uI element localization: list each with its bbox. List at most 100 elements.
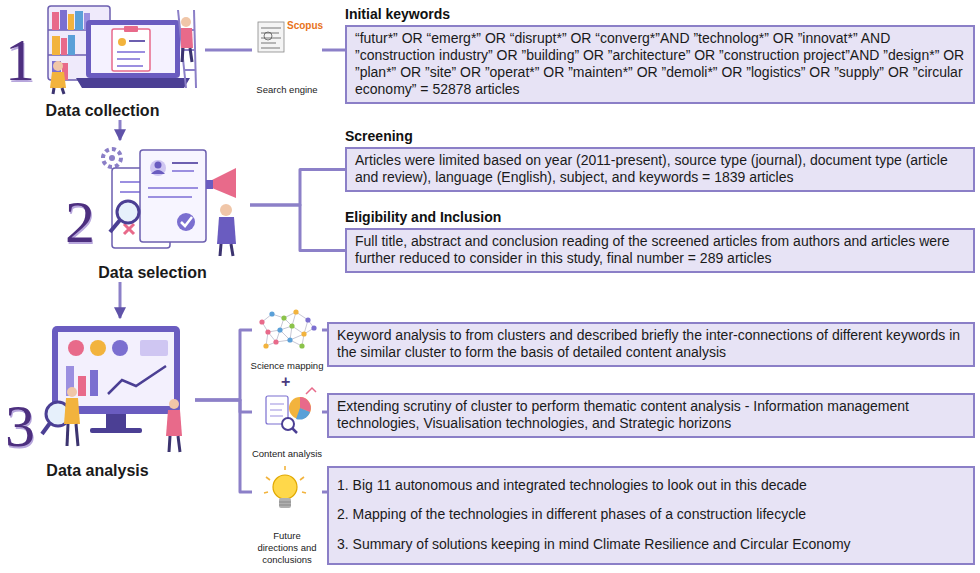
process-box: ScreeningArticles were limited based on …	[345, 147, 975, 192]
illustration-path	[64, 398, 80, 424]
illustration-circle	[299, 343, 304, 348]
icon-node: Content analysis	[252, 390, 322, 460]
illustration-rect	[68, 35, 75, 55]
box-text: Keyword analysis to from clusters and de…	[337, 327, 965, 361]
step-label: Data analysis	[0, 461, 195, 480]
illustration-rect	[68, 14, 74, 30]
illustration-rect	[140, 150, 206, 242]
illustration-line	[231, 244, 233, 256]
illustration-circle	[90, 340, 106, 356]
box-text: Extending scrutiny of cluster to perform…	[337, 398, 965, 432]
illustration-path	[270, 404, 284, 416]
illustration-line	[117, 65, 143, 67]
icon-label: Science mapping	[242, 360, 332, 372]
illustration-rect	[112, 29, 150, 71]
illustration-line	[190, 48, 192, 62]
illustration-line	[129, 40, 145, 42]
illustration-circle	[103, 149, 121, 167]
illustration-path	[261, 28, 281, 48]
connector-line	[195, 400, 252, 492]
illustration-circle	[281, 315, 286, 320]
illustration-rect	[90, 370, 98, 396]
illustration-circle	[68, 340, 84, 356]
step-label: Data collection	[0, 101, 205, 120]
illustration-rect	[90, 428, 142, 433]
icon-label: Future directions and conclusions	[252, 530, 322, 566]
illustration-rect	[124, 26, 138, 32]
flow-arrow	[119, 120, 122, 140]
connector-line	[250, 170, 345, 206]
box-heading: Screening	[345, 128, 413, 145]
illustration-line	[76, 424, 78, 446]
step-number: 1	[5, 30, 35, 90]
illustration-circle	[155, 162, 162, 169]
illustration-path	[296, 408, 310, 420]
illustration-circle	[118, 38, 126, 46]
illustration-circle	[273, 475, 297, 499]
illustration-rect	[206, 180, 213, 189]
illustration-line	[172, 162, 198, 164]
box-text: Full title, abstract and conclusion read…	[355, 233, 965, 267]
illustration-circle	[277, 327, 282, 332]
illustration-circle	[301, 331, 306, 336]
illustration-line	[220, 244, 221, 256]
connector-line	[195, 400, 252, 412]
illustration-path	[166, 410, 182, 436]
data-collection-illustration	[48, 6, 196, 94]
illustration-circle	[177, 213, 195, 231]
illustration-line	[172, 170, 194, 172]
illustration-path	[306, 388, 316, 394]
illustration-line	[148, 196, 192, 198]
illustration-line	[42, 423, 50, 434]
flow-arrow	[119, 282, 122, 318]
illustration-line	[184, 69, 196, 71]
illustration-line	[169, 436, 170, 452]
data-selection-illustration	[103, 149, 236, 256]
illustration-circle	[150, 160, 166, 176]
illustration-rect	[78, 376, 86, 396]
network-map-icon	[259, 309, 316, 348]
icon-node: Science mapping	[252, 308, 322, 372]
illustration-circle	[259, 319, 264, 324]
illustration-circle	[305, 317, 310, 322]
illustration-rect	[60, 10, 67, 30]
illustration-rect	[75, 11, 83, 30]
illustration-path	[124, 224, 134, 234]
illustration-circle	[269, 311, 274, 316]
content-analysis-icon	[266, 388, 316, 433]
logo-text: Scopus	[287, 20, 323, 32]
icon-label: Content analysis	[242, 448, 332, 460]
box-text: Articles were limited based on year (201…	[355, 152, 965, 186]
illustration-path	[279, 502, 291, 505]
illustration-circle	[67, 387, 77, 397]
illustration-line	[117, 58, 140, 60]
list-item: 3. Summary of solutions keeping in mind …	[337, 536, 965, 553]
illustration-circle	[112, 340, 128, 356]
illustration-line	[67, 424, 68, 446]
illustration-path	[181, 217, 192, 226]
illustration-rect	[52, 12, 59, 30]
illustration-circle	[181, 17, 191, 27]
illustration-line	[178, 436, 180, 452]
illustration-rect	[279, 498, 291, 508]
process-box: Eligibility and InclusionFull title, abs…	[345, 228, 975, 273]
connector-line	[250, 205, 345, 251]
process-box: Initial keywords“futur*” OR “emerg*” OR …	[345, 25, 975, 104]
box-heading: Initial keywords	[345, 6, 450, 23]
connector-line	[195, 330, 252, 400]
search-engine-icon	[258, 22, 284, 52]
illustration-circle	[117, 201, 139, 223]
illustration-circle	[169, 399, 179, 409]
process-box: Keyword analysis to from clusters and de…	[327, 322, 975, 367]
illustration-circle	[293, 309, 298, 314]
illustration-path	[181, 28, 193, 48]
illustration-path	[217, 217, 236, 244]
connector-line	[322, 49, 345, 52]
box-heading: Eligibility and Inclusion	[345, 209, 501, 226]
illustration-circle	[220, 204, 232, 216]
illustration-line	[117, 51, 145, 53]
illustration-rect	[58, 332, 174, 406]
process-box: 1. Big 11 autonomous and integrated tech…	[327, 466, 975, 565]
illustration-circle	[289, 323, 294, 328]
illustration-circle	[265, 329, 270, 334]
